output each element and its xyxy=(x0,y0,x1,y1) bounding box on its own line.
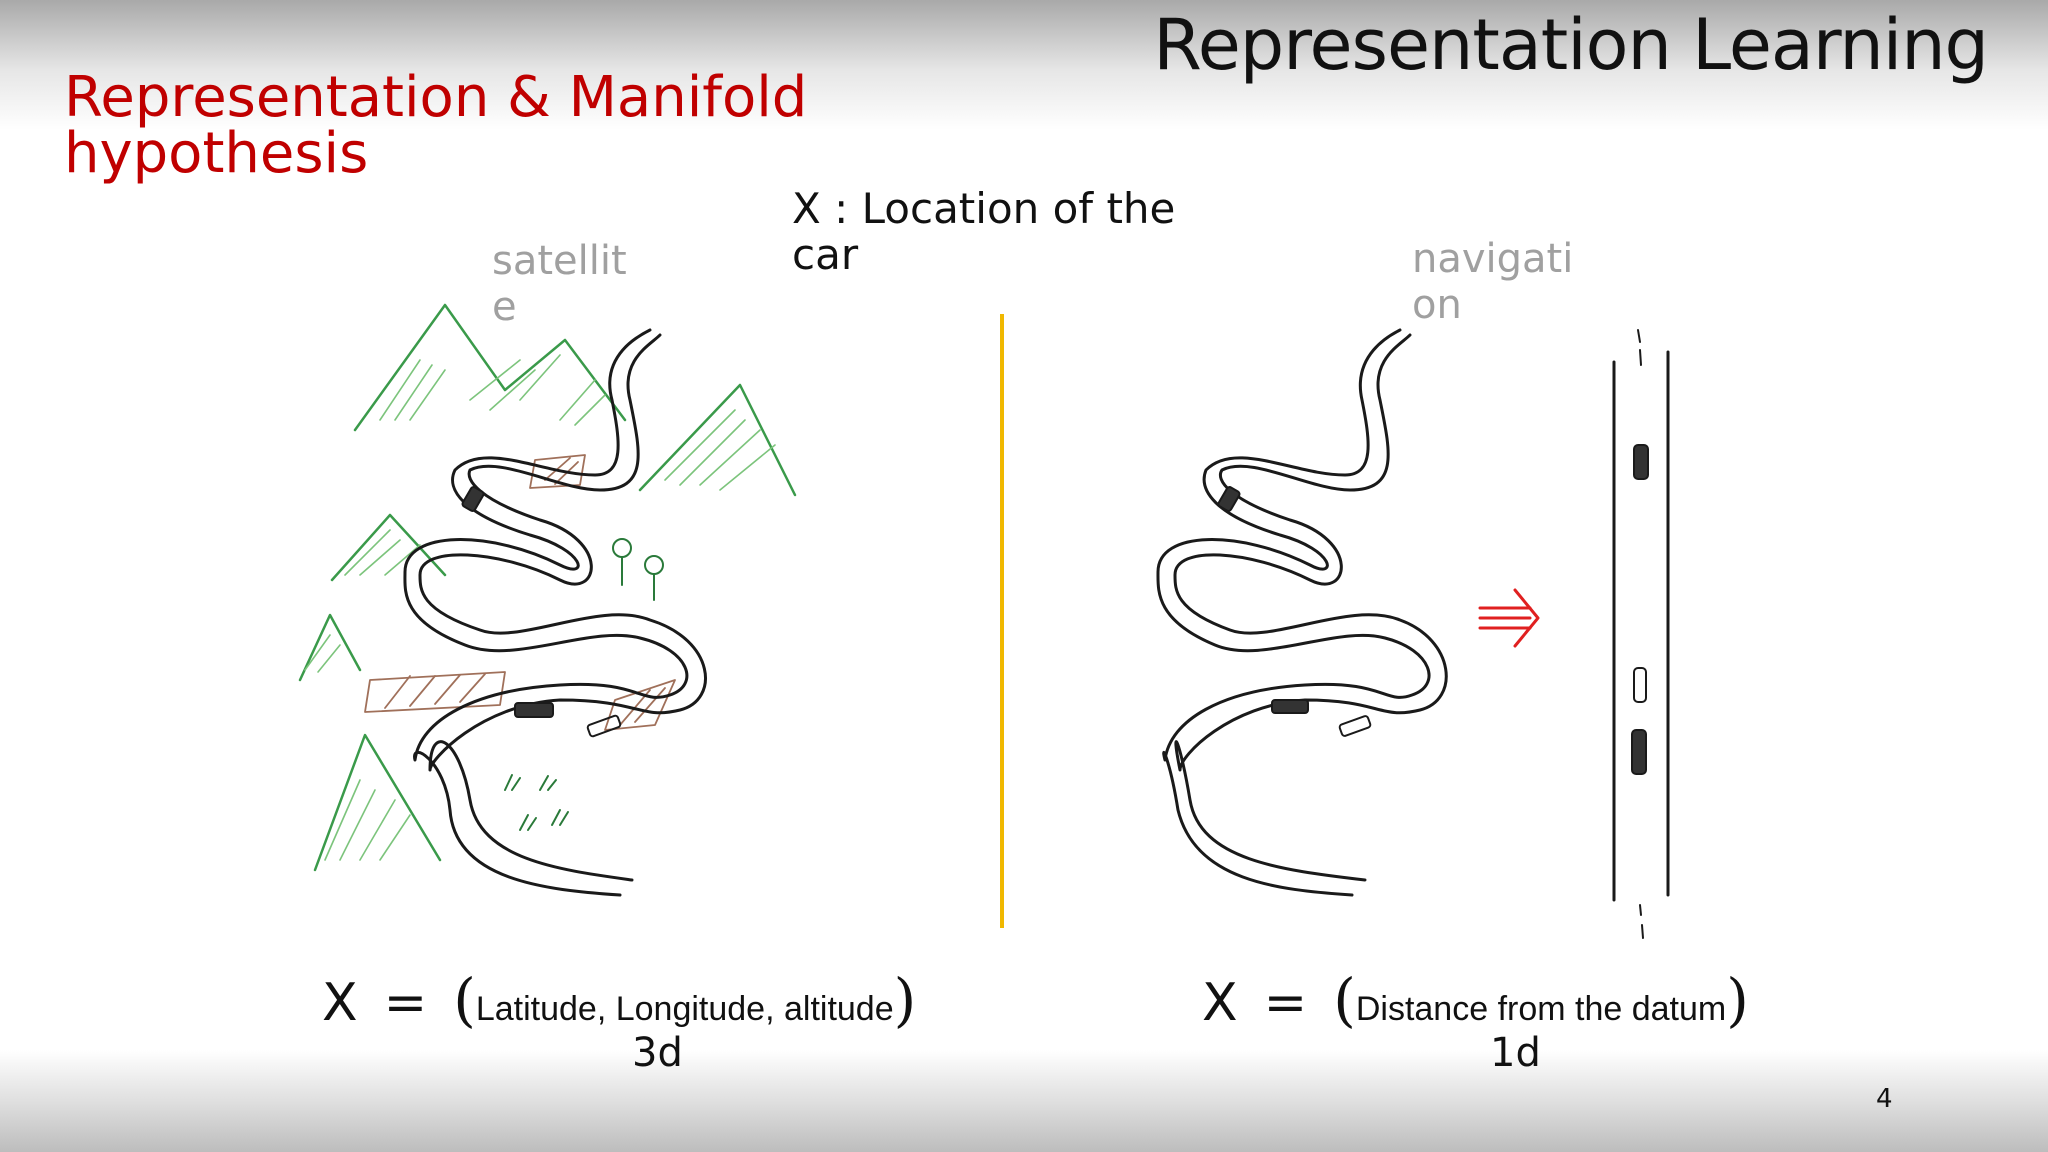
formula-equals: = xyxy=(1263,973,1308,1033)
navigation-road-icon xyxy=(1156,328,1448,897)
formula-close-paren: ) xyxy=(893,966,917,1034)
formula-open-paren: ( xyxy=(1333,966,1356,1034)
header-title: Representation Learning xyxy=(1153,4,1989,86)
transform-arrow-icon xyxy=(1478,588,1540,648)
straight-road-icon xyxy=(1612,329,1670,939)
satellite-formula: X = ( Latitude, Longitude, altitude ) xyxy=(322,966,916,1034)
trees-icon xyxy=(504,538,664,831)
satellite-sketch xyxy=(298,303,797,897)
mountains-icon xyxy=(298,303,797,872)
formula-open-paren: ( xyxy=(453,966,476,1034)
formula-close-paren: ) xyxy=(1726,966,1749,1034)
satellite-label: satellit e xyxy=(492,238,627,330)
panel-divider xyxy=(1000,314,1004,928)
formula-arguments: Latitude, Longitude, altitude xyxy=(475,990,894,1028)
navigation-sketch xyxy=(1156,328,1670,939)
formula-arguments: Distance from the datum xyxy=(1355,990,1727,1028)
straight-road-car-icons xyxy=(1631,444,1649,775)
navigation-car-icons xyxy=(1217,486,1372,737)
formula-equals: = xyxy=(383,973,428,1033)
navigation-label: navigati on xyxy=(1412,236,1574,328)
formula-variable: X xyxy=(322,973,358,1033)
page-number: 4 xyxy=(1876,1084,1893,1114)
satellite-dimension: 3d xyxy=(632,1030,683,1076)
car-icons xyxy=(461,486,622,738)
navigation-formula: X = ( Distance from the datum ) xyxy=(1202,966,1749,1034)
navigation-dimension: 1d xyxy=(1490,1030,1541,1076)
variable-definition: X : Location of the car xyxy=(792,184,1176,279)
mountain-hatching-icon xyxy=(304,354,776,861)
formula-variable: X xyxy=(1202,973,1238,1033)
slide-title: Representation & Manifold hypothesis xyxy=(64,65,808,186)
winding-road-icon xyxy=(403,328,707,897)
